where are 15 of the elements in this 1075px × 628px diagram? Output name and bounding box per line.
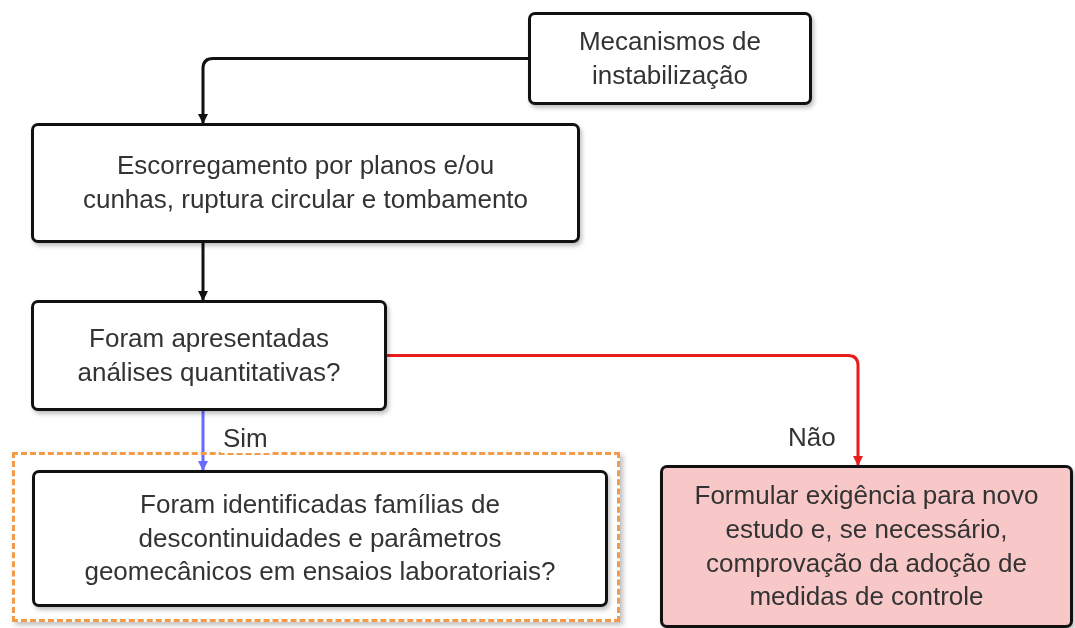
group-frame (12, 452, 620, 622)
process-box (528, 12, 812, 105)
arrow (198, 57, 528, 124)
decision-box (31, 300, 387, 411)
process-box (660, 465, 1073, 628)
box-text: Escorregamento por planos e/ou cunhas, ruptura circular e tombamento (81, 149, 530, 216)
box-text: Foram identificadas famílias de descontinuidades e parâmetros geomecânicos em ensaios laboratoriais? (83, 487, 557, 589)
decision-box (32, 470, 608, 607)
process-box (31, 123, 580, 243)
box-text: Mecanismos de instabilização (577, 24, 763, 92)
box-text: Foram apresentadas análises quantitativas? (76, 321, 342, 389)
arrow (198, 243, 208, 301)
box-text: Formular exigência para novo estudo e, se necessário, comprovação da adoção de medidas de controle (693, 478, 1040, 614)
arrow (387, 354, 863, 466)
arrow (198, 411, 208, 471)
